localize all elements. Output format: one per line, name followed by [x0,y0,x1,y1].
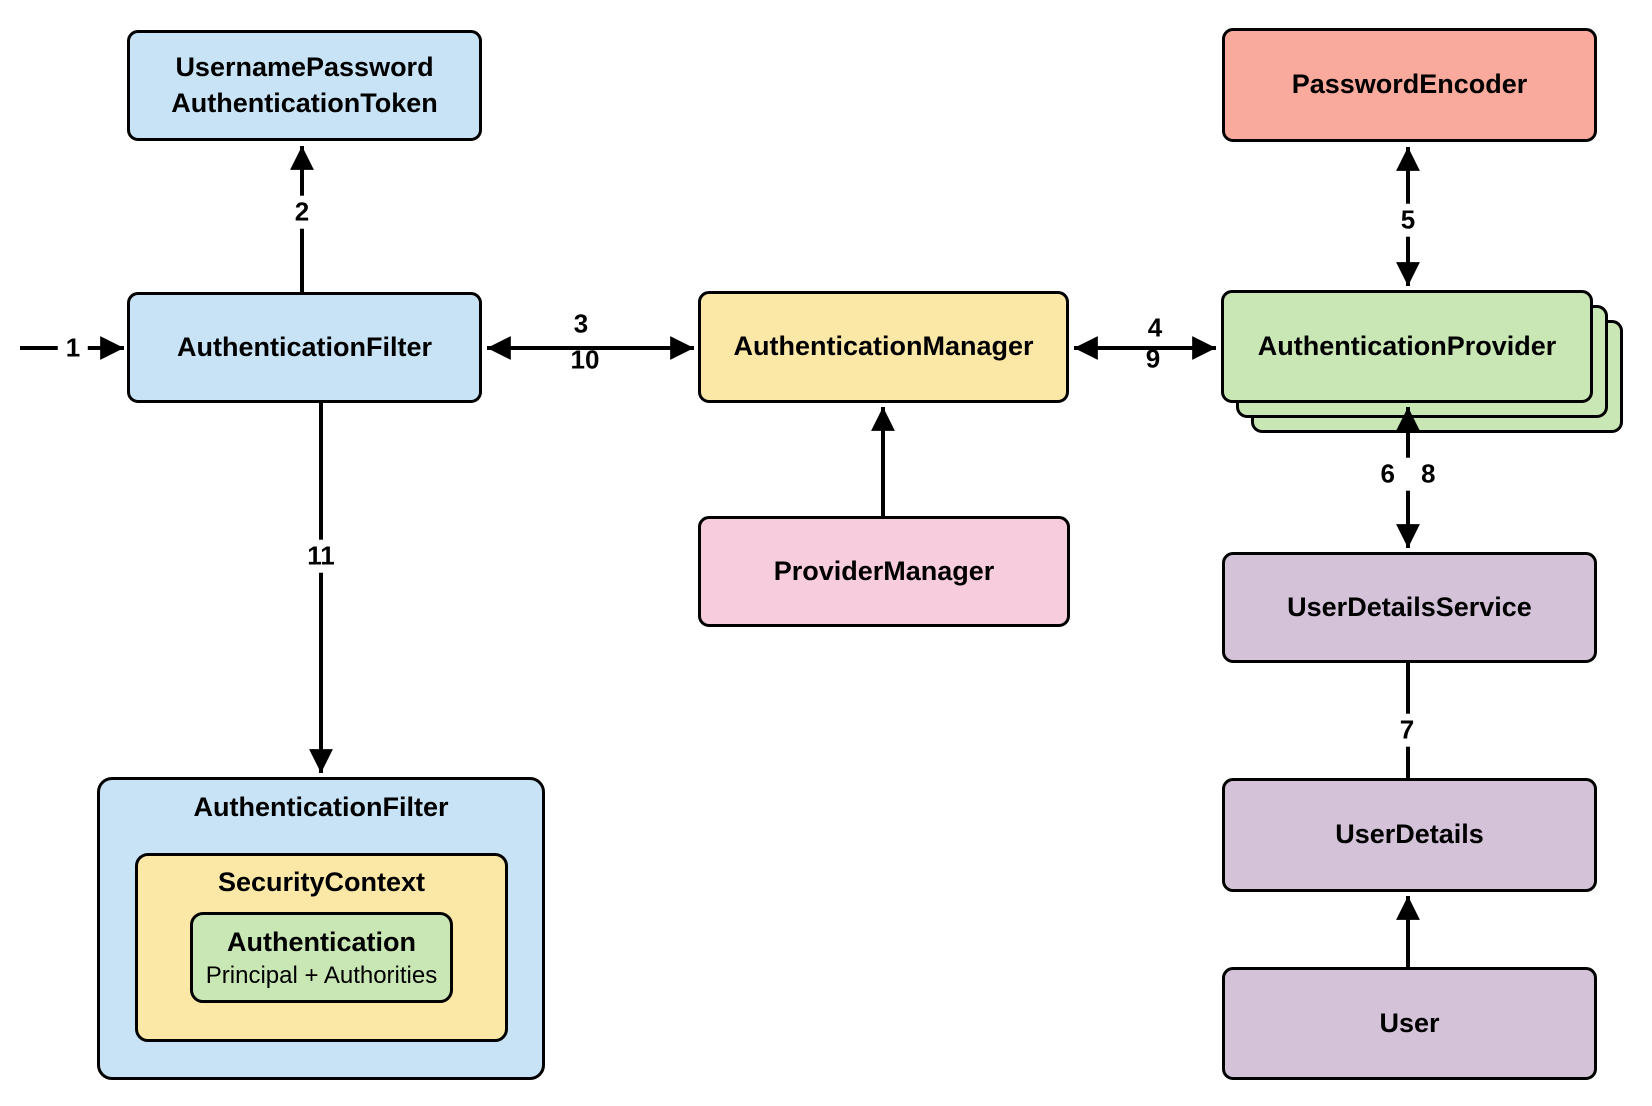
edge-label-3: 3 [573,308,589,339]
node-label: User [1379,1007,1440,1038]
node-authentication: Authentication Principal + Authorities [190,912,453,1003]
edge-label-8: 8 [1421,458,1436,489]
node-authentication-filter: AuthenticationFilter [127,292,482,403]
edge-label-2: 2 [286,195,318,229]
node-label: UserDetailsService [1287,591,1532,622]
node-label: AuthenticationManager [733,331,1034,362]
edge-label-7: 7 [1391,713,1423,747]
edge-label-4: 4 [1147,312,1163,343]
node-label: AuthenticationFilter [177,331,432,362]
node-password-encoder: PasswordEncoder [1222,28,1597,142]
edge-label-1: 1 [57,331,89,365]
node-username-password-authentication-token: UsernamePassword AuthenticationToken [127,30,482,141]
node-provider-manager: ProviderManager [698,516,1070,627]
edge-label-10: 10 [570,344,600,375]
edge-label-6-8: 6 8 [1370,457,1446,491]
group-title: SecurityContext [217,867,426,897]
edge-label-11: 11 [299,539,343,573]
group-title: AuthenticationFilter [193,792,449,822]
node-user-details-service: UserDetailsService [1222,552,1597,663]
edge-label-5: 5 [1392,203,1424,237]
node-label: ProviderManager [773,555,995,586]
edge-label-6: 6 [1380,458,1395,489]
node-sublabel: Principal + Authorities [205,961,438,989]
node-label: UserDetails [1335,819,1484,850]
node-label: Authentication [227,926,416,957]
node-authentication-provider: AuthenticationProvider [1221,290,1593,403]
node-authentication-manager: AuthenticationManager [698,291,1069,403]
edge-label-9: 9 [1145,343,1161,374]
node-label: PasswordEncoder [1291,69,1528,100]
node-label: AuthenticationProvider [1257,330,1557,361]
node-user: User [1222,967,1597,1080]
node-user-details: UserDetails [1222,778,1597,892]
node-label: UsernamePassword AuthenticationToken [171,52,438,118]
